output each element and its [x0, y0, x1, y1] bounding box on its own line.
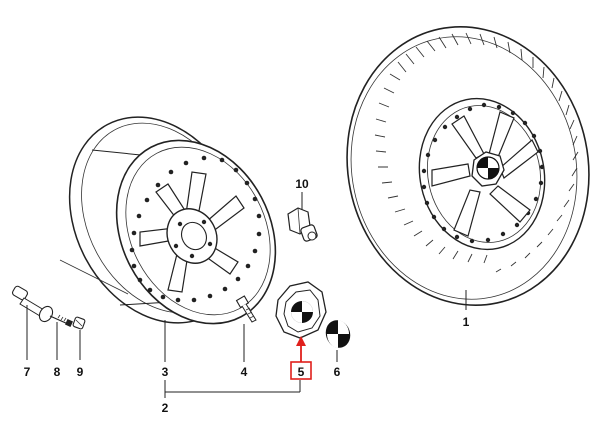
- highlight-box: [290, 361, 312, 380]
- callout-4: 4: [241, 365, 248, 379]
- complete-wheel: [346, 26, 590, 306]
- wheel-spokes: [431, 111, 539, 237]
- callout-7: 7: [24, 365, 31, 379]
- part-8-valve-core: [49, 314, 73, 327]
- callout-5: 5: [298, 365, 305, 379]
- callout-10: 10: [295, 177, 309, 191]
- part-7-valve: [11, 285, 54, 323]
- rim-assembly: [59, 116, 277, 325]
- callout-3: 3: [162, 365, 169, 379]
- callout-9: 9: [77, 365, 84, 379]
- rim-bolts: [421, 102, 545, 244]
- callout-2: 2: [162, 401, 169, 415]
- rim-bolt-ring: [129, 155, 262, 303]
- callout-6: 6: [334, 365, 341, 379]
- part-4-bolt: [235, 295, 257, 323]
- part-5-center-cap: [275, 281, 327, 339]
- part-6-emblem: [325, 320, 351, 348]
- callout-8: 8: [54, 365, 61, 379]
- highlight-arrow-icon: [296, 336, 306, 346]
- leader-lines: [26, 192, 467, 398]
- part-10-nut: [287, 207, 318, 242]
- callout-1: 1: [463, 315, 470, 329]
- part-9-valve-cap: [72, 316, 86, 330]
- tire-tread: [374, 32, 579, 273]
